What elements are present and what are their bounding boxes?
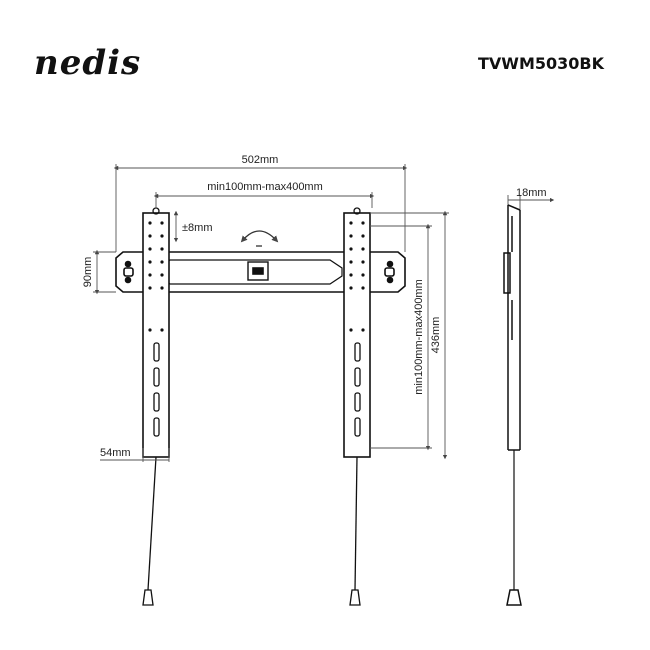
dim-vesa-horizontal: min100mm-max400mm [207, 181, 323, 193]
dim-bracket-height: 90mm [82, 257, 94, 288]
brand-logo: nedis [34, 43, 141, 83]
dim-vesa-vertical: min100mm-max400mm [413, 279, 425, 395]
dim-arm-height: 436mm [430, 317, 442, 354]
arm-holes [148, 221, 365, 332]
dim-arm-width: 54mm [100, 447, 131, 459]
tilt-arrow-icon [240, 230, 279, 247]
left-arm [142, 212, 170, 458]
right-arm [343, 212, 371, 458]
center-lock [247, 261, 269, 281]
dim-vertical-adjust: ±8mm [182, 222, 212, 234]
model-number: TVWM5030BK [478, 54, 605, 73]
dim-overall-width: 502mm [242, 154, 279, 166]
dim-depth: 18mm [516, 187, 547, 199]
side-view [503, 204, 522, 606]
front-view [115, 212, 406, 458]
arm-slots [152, 207, 361, 437]
release-cords [142, 456, 361, 606]
